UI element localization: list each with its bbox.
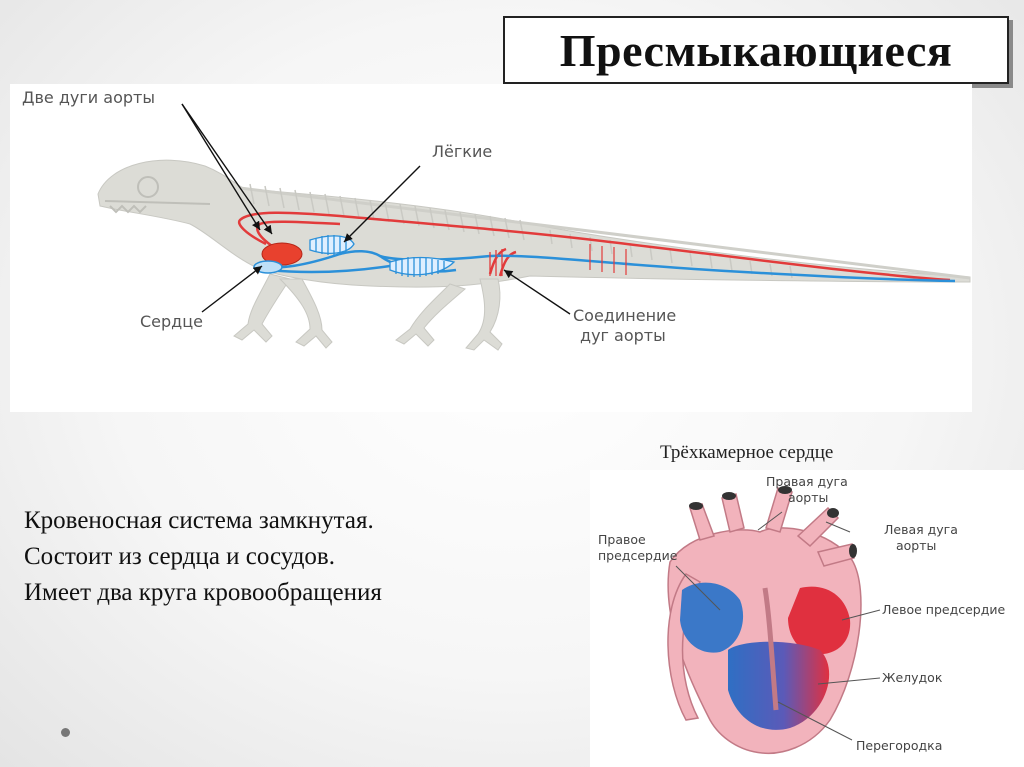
heart-diagram: Правая дуга аорты Левая дуга аорты Право… bbox=[590, 470, 1024, 767]
three-chamber-heart-illustration bbox=[667, 486, 881, 755]
heart-diagram-caption: Трёхкамерное сердце bbox=[660, 442, 834, 463]
label-right-atrium-line2: предсердие bbox=[598, 548, 678, 563]
slide-bullet-dot bbox=[61, 728, 70, 737]
label-right-aorta-line2: аорты bbox=[788, 490, 829, 505]
label-right-atrium-line1: Правое bbox=[598, 532, 646, 547]
left-atrium bbox=[788, 586, 851, 655]
body-text: Кровеносная система замкнутая. Состоит и… bbox=[24, 503, 382, 611]
aorta-junction bbox=[489, 249, 503, 276]
label-septum: Перегородка bbox=[856, 738, 943, 753]
label-ventricle: Желудок bbox=[882, 670, 943, 685]
label-left-aorta-line2: аорты bbox=[896, 538, 937, 553]
ventricle bbox=[728, 641, 830, 730]
label-right-aorta-line1: Правая дуга bbox=[766, 474, 848, 489]
lizard-diagram: Две дуги аорты Лёгкие Сердце Соединение … bbox=[10, 84, 972, 412]
label-junction-line1: Соединение bbox=[573, 306, 677, 325]
label-left-atrium: Левое предсердие bbox=[882, 602, 1006, 617]
lizard-heart bbox=[253, 242, 303, 274]
lizard-skull bbox=[104, 176, 211, 214]
lizard-illustration bbox=[97, 103, 971, 351]
label-left-aorta-line1: Левая дуга bbox=[884, 522, 958, 537]
vessel-openings bbox=[689, 486, 857, 558]
tail-vessel-stripes bbox=[589, 244, 627, 275]
label-pointers bbox=[181, 103, 571, 315]
heart-vessels bbox=[667, 487, 855, 721]
heart-label-leaders bbox=[675, 511, 881, 741]
body-line-2: Состоит из сердца и сосудов. bbox=[24, 543, 335, 570]
label-heart: Сердце bbox=[140, 312, 203, 331]
label-junction-line2: дуг аорты bbox=[580, 326, 666, 345]
title-box: Пресмыкающиеся bbox=[503, 16, 1009, 84]
label-lungs: Лёгкие bbox=[432, 142, 493, 161]
lizard-spine bbox=[239, 183, 971, 280]
body-line-3: Имеет два круга кровообращения bbox=[24, 579, 382, 606]
body-line-1: Кровеносная система замкнутая. bbox=[24, 507, 374, 534]
slide-title: Пресмыкающиеся bbox=[559, 24, 953, 76]
label-aorta-arches: Две дуги аорты bbox=[22, 88, 155, 107]
lung-shape bbox=[309, 235, 456, 277]
septum bbox=[762, 587, 779, 711]
right-atrium bbox=[680, 582, 744, 653]
lizard-body bbox=[97, 159, 971, 351]
